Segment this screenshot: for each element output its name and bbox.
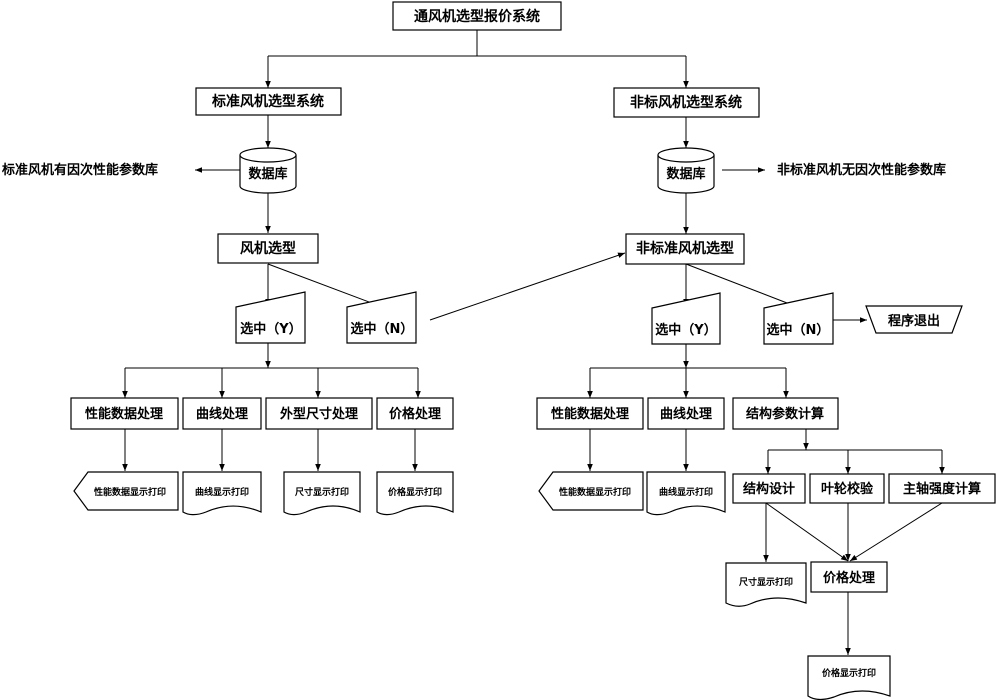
- nonstd-select-box: 非标准风机选型: [625, 233, 745, 265]
- nonstd-price-out-document: 价格显示打印: [807, 655, 891, 700]
- svg-text:结构设计: 结构设计: [743, 481, 795, 497]
- svg-text:性能数据显示打印: 性能数据显示打印: [559, 486, 631, 498]
- std-proc-price: 价格处理: [376, 397, 454, 430]
- nonstd-db-label: 数据库: [666, 166, 705, 182]
- title-text: 通风机选型报价系统: [414, 8, 540, 25]
- std-database-cylinder: 数据库: [239, 147, 297, 194]
- exit-box: 程序退出: [865, 305, 963, 334]
- svg-text:性能数据处理: 性能数据处理: [85, 406, 163, 422]
- std-proc-performance: 性能数据处理: [70, 397, 179, 430]
- std-out-performance-display: 性能数据显示打印: [73, 471, 179, 511]
- nonstd-price-box: 价格处理: [810, 561, 888, 593]
- nonstd-proc-performance: 性能数据处理: [536, 397, 644, 430]
- nonstd-db-description: 非标准风机无因次性能参数库: [777, 162, 946, 178]
- svg-text:选中（N）: 选中（N）: [767, 322, 830, 338]
- svg-text:曲线显示打印: 曲线显示打印: [659, 486, 713, 498]
- svg-text:选中（Y）: 选中（Y）: [240, 321, 301, 337]
- svg-text:性能数据显示打印: 性能数据显示打印: [94, 486, 166, 498]
- svg-text:外型尺寸处理: 外型尺寸处理: [279, 406, 358, 422]
- nonstd-database-cylinder: 数据库: [657, 147, 715, 194]
- std-select-label: 风机选型: [240, 240, 296, 257]
- nonstd-select-label: 非标准风机选型: [636, 240, 734, 257]
- svg-text:尺寸显示打印: 尺寸显示打印: [295, 486, 349, 498]
- svg-text:价格处理: 价格处理: [823, 570, 875, 586]
- nonstd-decision-no: 选中（N）: [763, 292, 834, 345]
- std-out-dimension-document: 尺寸显示打印: [283, 471, 361, 516]
- svg-text:曲线显示打印: 曲线显示打印: [195, 486, 249, 498]
- std-decision-no: 选中（N）: [346, 291, 417, 344]
- svg-text:主轴强度计算: 主轴强度计算: [903, 481, 981, 497]
- nonstd-size-out-document: 尺寸显示打印: [725, 562, 807, 607]
- connectors: [122, 30, 945, 655]
- calc-structure-design: 结构设计: [732, 473, 806, 504]
- calc-shaft-strength: 主轴强度计算: [888, 473, 996, 504]
- nonstd-proc-curve: 曲线处理: [647, 397, 725, 430]
- nonstd-out-performance-display: 性能数据显示打印: [538, 471, 644, 511]
- std-db-label: 数据库: [248, 166, 287, 182]
- std-proc-curve: 曲线处理: [182, 397, 262, 430]
- nonstd-system-box: 非标风机选型系统: [613, 87, 760, 118]
- std-db-description: 标准风机有因次性能参数库: [1, 162, 158, 178]
- svg-text:叶轮校验: 叶轮校验: [821, 481, 874, 497]
- svg-text:曲线处理: 曲线处理: [196, 406, 248, 422]
- svg-text:价格处理: 价格处理: [389, 406, 441, 422]
- svg-text:性能数据处理: 性能数据处理: [551, 406, 629, 422]
- nonstd-decision-yes: 选中（Y）: [651, 292, 721, 345]
- svg-text:价格显示打印: 价格显示打印: [822, 667, 876, 679]
- nonstd-proc-structure-params: 结构参数计算: [732, 397, 839, 430]
- std-system-label: 标准风机选型系统: [211, 93, 324, 110]
- std-proc-dimension: 外型尺寸处理: [265, 397, 373, 430]
- svg-text:曲线处理: 曲线处理: [660, 406, 712, 422]
- svg-text:价格显示打印: 价格显示打印: [388, 486, 442, 498]
- std-out-curve-document: 曲线显示打印: [182, 471, 262, 516]
- nonstd-system-label: 非标风机选型系统: [630, 94, 742, 111]
- nonstd-out-curve-document: 曲线显示打印: [646, 471, 726, 516]
- exit-label: 程序退出: [888, 313, 940, 329]
- svg-text:选中（Y）: 选中（Y）: [655, 322, 716, 338]
- svg-text:结构参数计算: 结构参数计算: [746, 406, 824, 422]
- std-select-box: 风机选型: [217, 233, 319, 264]
- std-system-box: 标准风机选型系统: [195, 87, 342, 116]
- std-decision-yes: 选中（Y）: [235, 291, 306, 344]
- std-out-price-document: 价格显示打印: [376, 471, 454, 516]
- calc-impeller-check: 叶轮校验: [809, 473, 885, 504]
- svg-text:尺寸显示打印: 尺寸显示打印: [739, 576, 793, 588]
- title-box: 通风机选型报价系统: [392, 1, 562, 31]
- svg-text:选中（N）: 选中（N）: [351, 321, 414, 337]
